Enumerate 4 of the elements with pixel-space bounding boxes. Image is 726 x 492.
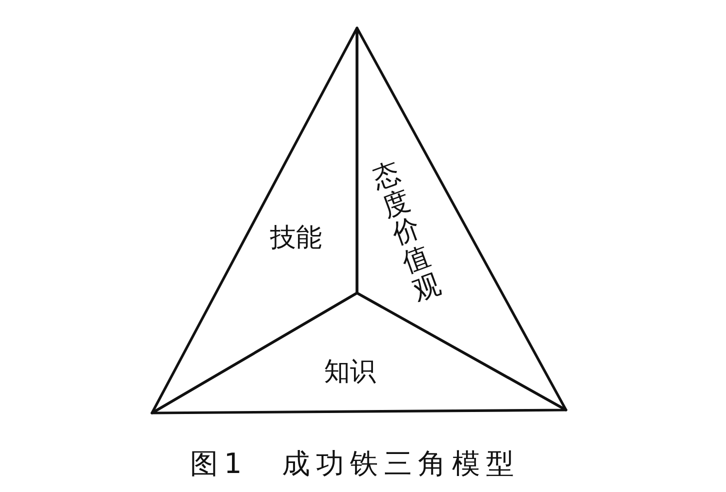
region-label: 知识: [324, 359, 376, 385]
figure-caption: 图1 成功铁三角模型: [190, 450, 520, 478]
region-label: 技能: [270, 225, 322, 251]
region-label: 态度价值观: [368, 158, 444, 307]
